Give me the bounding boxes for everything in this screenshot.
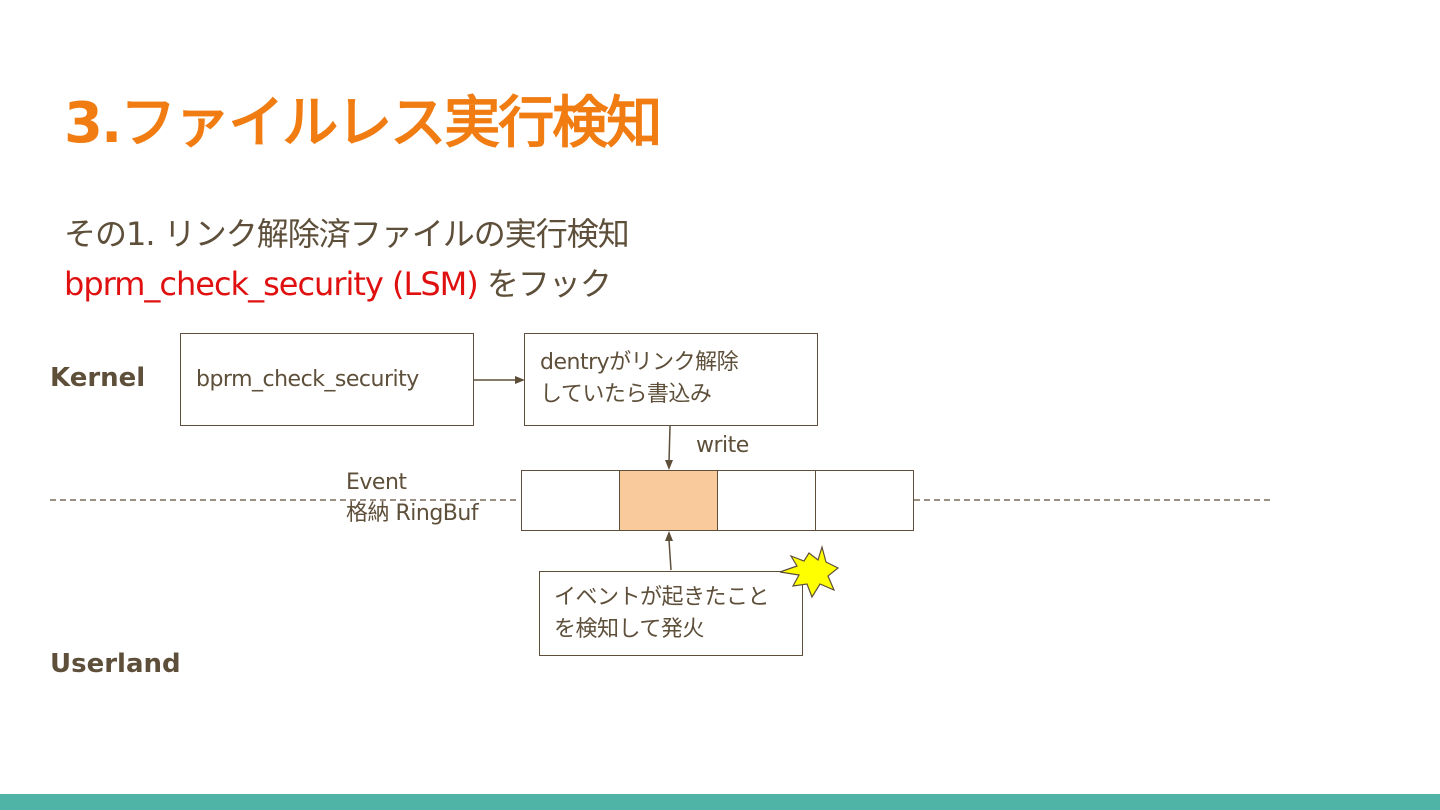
slide-title: 3.ファイルレス実行検知 <box>64 91 662 156</box>
subtitle-line-1: その1. リンク解除済ファイルの実行検知 <box>64 215 630 253</box>
event-box-line-1: イベントが起きたこと <box>554 585 770 610</box>
subtitle-line-2: bprm_check_security (LSM) をフック <box>64 262 612 306</box>
write-condition-line-1: dentryがリンク解除 <box>540 350 739 375</box>
ringbuf-label-line-1: Event <box>346 470 407 495</box>
detect-arrowhead <box>665 531 673 541</box>
write-label: write <box>696 433 749 458</box>
hook-function-highlight: bprm_check_security (LSM) <box>64 265 479 303</box>
ringbuf-cell <box>521 470 620 531</box>
write-arrow <box>668 425 671 463</box>
hook-to-write-arrowhead <box>515 376 525 384</box>
event-box <box>539 571 803 656</box>
write-condition-box <box>524 333 818 426</box>
ringbuf-cell <box>815 470 914 531</box>
footer-bar <box>0 794 1440 810</box>
event-box-line-2: を検知して発火 <box>554 617 704 642</box>
detect-arrow <box>668 539 672 571</box>
hook-box-label: bprm_check_security <box>196 367 419 392</box>
write-condition-line-2: していたら書込み <box>540 382 712 407</box>
write-arrowhead <box>665 460 673 470</box>
ringbuf-cell <box>717 470 816 531</box>
ringbuf-cell-filled <box>619 470 718 531</box>
userland-label: Userland <box>50 649 181 679</box>
kernel-label: Kernel <box>50 363 146 393</box>
hook-suffix: をフック <box>477 265 612 303</box>
hook-box <box>180 333 474 426</box>
ringbuf-label-line-2: 格納 RingBuf <box>346 501 479 526</box>
